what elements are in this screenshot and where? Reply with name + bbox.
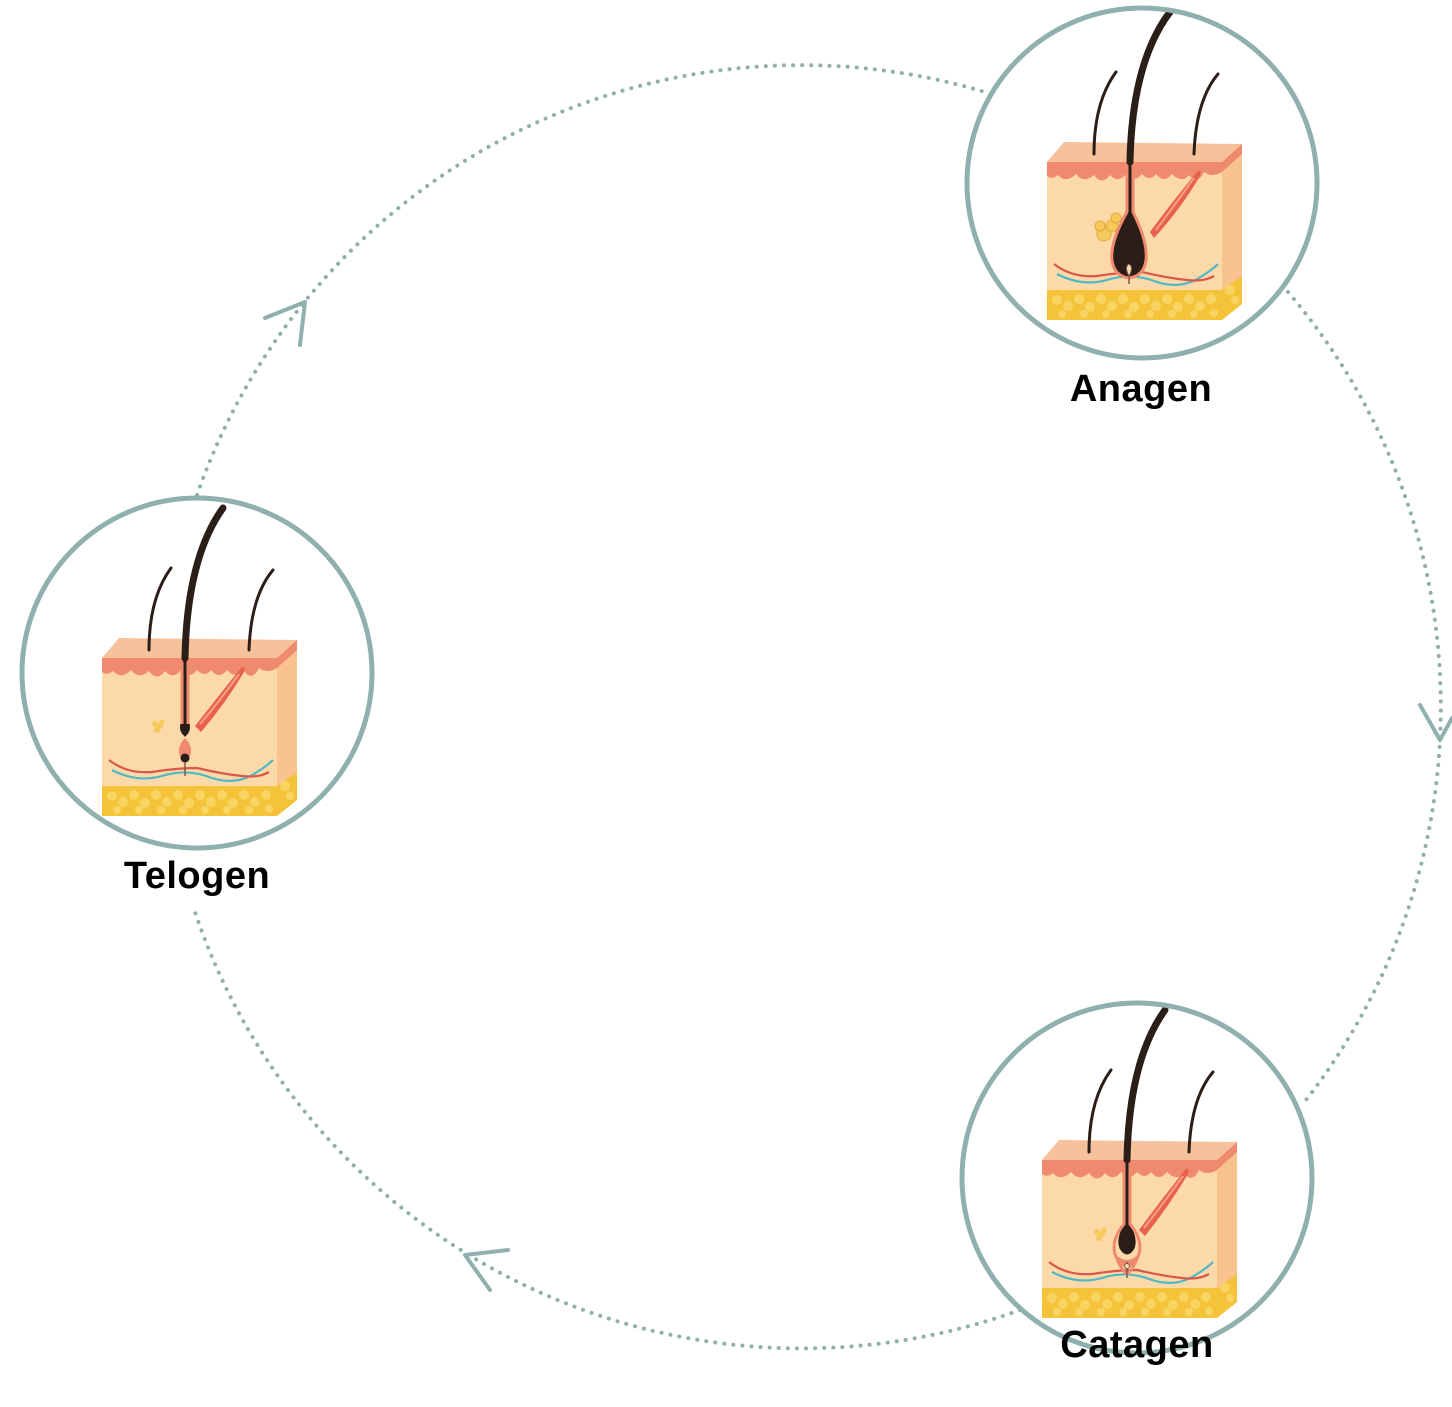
hair-follicle-telogen-icon bbox=[100, 504, 299, 818]
cycle-path-telogen-to-anagen bbox=[195, 63, 987, 497]
arrow-down-icon bbox=[1418, 703, 1452, 742]
stage-label-anagen: Anagen bbox=[1069, 368, 1213, 410]
hair-follicle-catagen-icon bbox=[1040, 1006, 1239, 1320]
stage-node-telogen bbox=[19, 495, 375, 851]
stage-label-telogen: Telogen bbox=[123, 855, 271, 897]
cycle-path-catagen-to-telogen bbox=[193, 910, 1022, 1351]
stage-node-catagen bbox=[959, 1000, 1315, 1356]
arrow-up-icon bbox=[263, 300, 307, 347]
stage-node-anagen bbox=[964, 5, 1320, 361]
stage-label-catagen: Catagen bbox=[1060, 1324, 1214, 1366]
arrow-left-icon bbox=[463, 1248, 510, 1292]
cycle-path-anagen-to-catagen bbox=[1286, 290, 1443, 1102]
hair-follicle-anagen-icon bbox=[1045, 8, 1244, 322]
